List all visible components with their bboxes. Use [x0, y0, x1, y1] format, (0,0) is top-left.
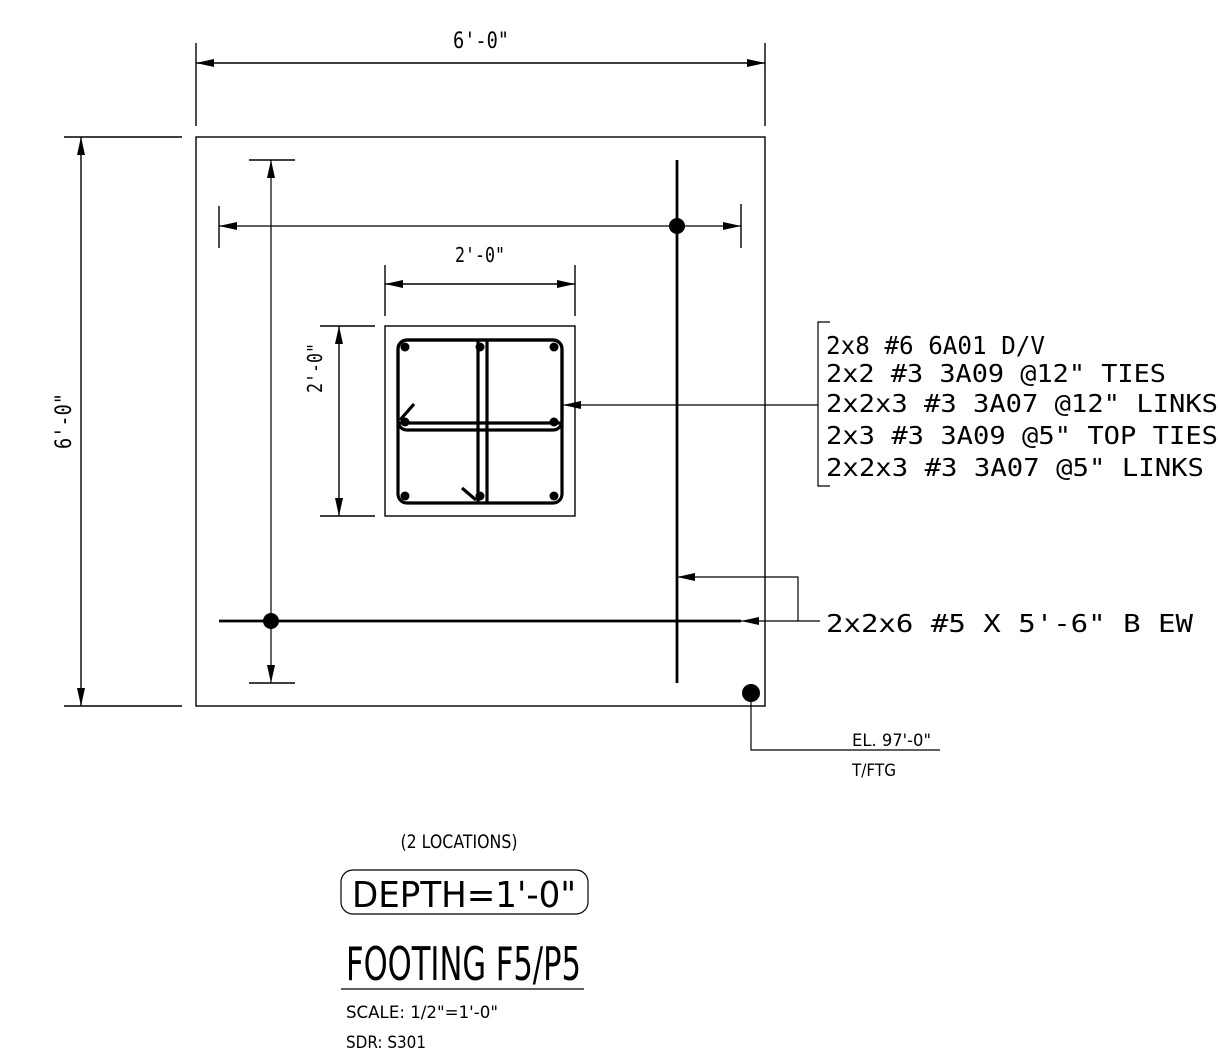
footing-title: FOOTING F5/P5 — [346, 937, 581, 991]
elevation-ref-label: T/FTG — [851, 761, 896, 781]
depth-label: DEPTH=1'-0" — [352, 875, 576, 916]
locations-note: (2 LOCATIONS) — [401, 831, 518, 853]
rebar-line-1: 2x8 #6 6A01 D/V — [826, 331, 1045, 360]
elevation-marker: EL. 97'-0" T/FTG — [742, 684, 940, 781]
bar-end-dot — [669, 218, 685, 234]
overall-height-dimension: 6'-0" — [52, 136, 182, 707]
pedestal-tie — [396, 338, 564, 432]
elevation-label: EL. 97'-0" — [852, 731, 931, 751]
section-cut-horizontal — [218, 204, 742, 248]
rebar-line-2: 2x2 #3 3A09 @12" TIES — [826, 359, 1166, 388]
rebar-line-5: 2x2x3 #3 3A07 @5" LINKS — [826, 453, 1204, 482]
sdr-label: SDR: S301 — [346, 1033, 426, 1053]
rebar-line-3: 2x2x3 #3 3A07 @12" LINKS — [826, 389, 1218, 418]
bottom-bars — [219, 160, 741, 683]
overall-width-dimension: 6'-0" — [195, 29, 766, 126]
rebar-line-4: 2x3 #3 3A09 @5" TOP TIES — [826, 421, 1218, 450]
section-cut-vertical — [249, 159, 295, 684]
scale-label: SCALE: 1/2"=1'-0" — [346, 1003, 498, 1023]
pedestal — [384, 325, 576, 517]
pedestal-rebar-callout: 2x8 #6 6A01 D/V 2x2 #3 3A09 @12" TIES 2x… — [563, 321, 1218, 487]
pedestal-outline — [384, 325, 576, 517]
bottom-bar-label: 2x2x6 #5 X 5'-6" B EW — [826, 609, 1194, 638]
depth-box — [340, 869, 589, 915]
pedestal-height-dimension: 2'-0" — [303, 325, 375, 517]
overall-width-label: 6'-0" — [453, 29, 509, 54]
pedestal-height-label: 2'-0" — [303, 343, 327, 393]
overall-height-label: 6'-0" — [52, 393, 77, 449]
title-block: (2 LOCATIONS) DEPTH=1'-0" FOOTING F5/P5 … — [340, 831, 589, 1053]
pedestal-width-label: 2'-0" — [455, 243, 505, 267]
pedestal-width-dimension: 2'-0" — [384, 243, 576, 316]
bottom-bar-callout: 2x2x6 #5 X 5'-6" B EW — [677, 573, 1194, 638]
footing-outline — [195, 136, 766, 707]
vertical-bars — [400, 342, 559, 501]
bar-end-dot — [263, 613, 279, 629]
